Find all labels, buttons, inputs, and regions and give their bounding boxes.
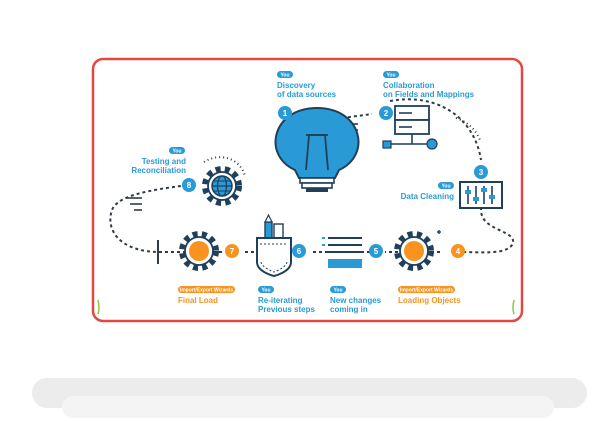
role-badge: You <box>280 73 289 79</box>
server-network-icon <box>382 105 438 150</box>
list-form-icon <box>322 237 362 268</box>
step-number: 2 <box>384 109 389 118</box>
step-title-line1: Collaboration <box>383 81 435 90</box>
role-badge: Import/Export Wizards <box>400 288 454 294</box>
step-title-line1: New changes <box>330 296 382 305</box>
step-marker-6: 6 <box>292 244 306 258</box>
step-marker-4: 4 <box>451 244 465 258</box>
step-number: 7 <box>230 247 235 256</box>
frame-accent-right <box>512 299 515 315</box>
frame-accent-left <box>97 299 100 315</box>
step-label-1: You Discovery of data sources <box>277 71 337 99</box>
step-number: 5 <box>374 247 379 256</box>
step-title-line1: Testing and <box>142 157 186 166</box>
gear-icon-step-4 <box>394 230 441 271</box>
step-number: 8 <box>187 181 192 190</box>
sliders-icon <box>459 181 503 209</box>
step-title-line2: coming in <box>330 305 368 314</box>
step-marker-1: 1 <box>278 106 292 120</box>
step-number: 4 <box>456 247 461 256</box>
step-title-line2: Reconciliation <box>131 166 186 175</box>
role-badge: You <box>333 288 342 294</box>
step-marker-8: 8 <box>182 178 196 192</box>
step-title-line2: of data sources <box>277 90 337 99</box>
step-label-8: You Testing and Reconciliation <box>131 147 186 175</box>
step-label-7: Import/Export Wizards Final Load <box>178 286 235 305</box>
step-number: 1 <box>283 109 288 118</box>
step-title-line1: Loading Objects <box>398 296 461 305</box>
step-label-2: You Collaboration on Fields and Mappings <box>383 71 475 99</box>
step-label-4: Import/Export Wizards Loading Objects <box>398 286 461 305</box>
step-title-line2: Previous steps <box>258 305 315 314</box>
step-marker-5: 5 <box>369 244 383 258</box>
ground-shadow <box>32 378 587 418</box>
lightbulb-icon <box>274 106 360 192</box>
step-title-line1: Discovery <box>277 81 316 90</box>
step-title-line1: Re-iterating <box>258 296 303 305</box>
role-badge: You <box>172 149 181 155</box>
step-marker-2: 2 <box>379 106 393 120</box>
step-title-line1: Data Cleaning <box>401 192 454 201</box>
role-badge: You <box>441 184 450 190</box>
role-badge: Import/Export Wizards <box>180 288 234 294</box>
dotted-arcs <box>203 117 481 177</box>
step-label-5: You New changes coming in <box>330 286 382 314</box>
globe-gear-icon <box>202 166 242 206</box>
gear-icon-step-7 <box>179 231 219 271</box>
role-badge: You <box>261 288 270 294</box>
step-title-line2: on Fields and Mappings <box>383 90 475 99</box>
step-label-6: You Re-iterating Previous steps <box>258 286 315 314</box>
step-marker-7: 7 <box>225 244 239 258</box>
step-label-3: You Data Cleaning <box>401 182 454 201</box>
step-number: 3 <box>479 168 484 177</box>
step-title-line1: Final Load <box>178 296 218 305</box>
pencil-ruler-pocket-icon <box>256 213 292 278</box>
step-marker-3: 3 <box>474 165 488 179</box>
role-badge: You <box>386 73 395 79</box>
step-number: 6 <box>297 247 302 256</box>
